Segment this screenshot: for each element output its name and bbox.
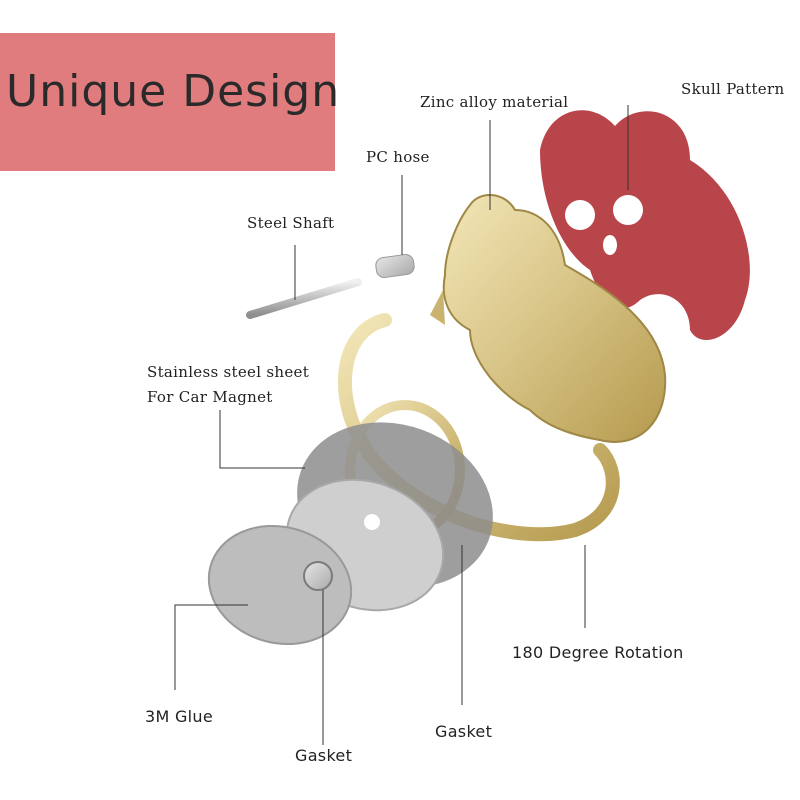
rotation-label: 180 Degree Rotation: [512, 643, 684, 662]
steel-shaft: [246, 278, 362, 319]
gasket-hole: [364, 514, 380, 530]
skull-pattern-sticker: [540, 110, 750, 340]
plate-tab: [430, 290, 445, 325]
skull-pattern-label: Skull Pattern: [681, 80, 785, 98]
pc-hose: [375, 253, 415, 279]
pc-hose-label: PC hose: [366, 148, 430, 166]
banner-title: Unique Design: [6, 66, 341, 117]
skull-eye-left: [565, 200, 595, 230]
stainless-label-line1: Stainless steel sheet: [147, 363, 310, 381]
glue-disc: [207, 524, 353, 646]
steel-shaft-label: Steel Shaft: [247, 214, 335, 232]
glue-label: 3M Glue: [145, 707, 213, 726]
stainless-leader-line: [219, 410, 305, 469]
zinc-alloy-plate: [442, 194, 667, 443]
skull-nose: [603, 235, 617, 255]
gasket-right-label: Gasket: [435, 722, 493, 741]
zinc-alloy-label: Zinc alloy material: [420, 93, 569, 111]
stainless-label-line2: For Car Magnet: [147, 388, 273, 406]
skull-eye-right: [613, 195, 643, 225]
title-banner: [0, 33, 335, 171]
center-screw: [303, 561, 333, 591]
glue-leader-line: [174, 604, 248, 690]
gasket-bottom-label: Gasket: [295, 746, 353, 765]
